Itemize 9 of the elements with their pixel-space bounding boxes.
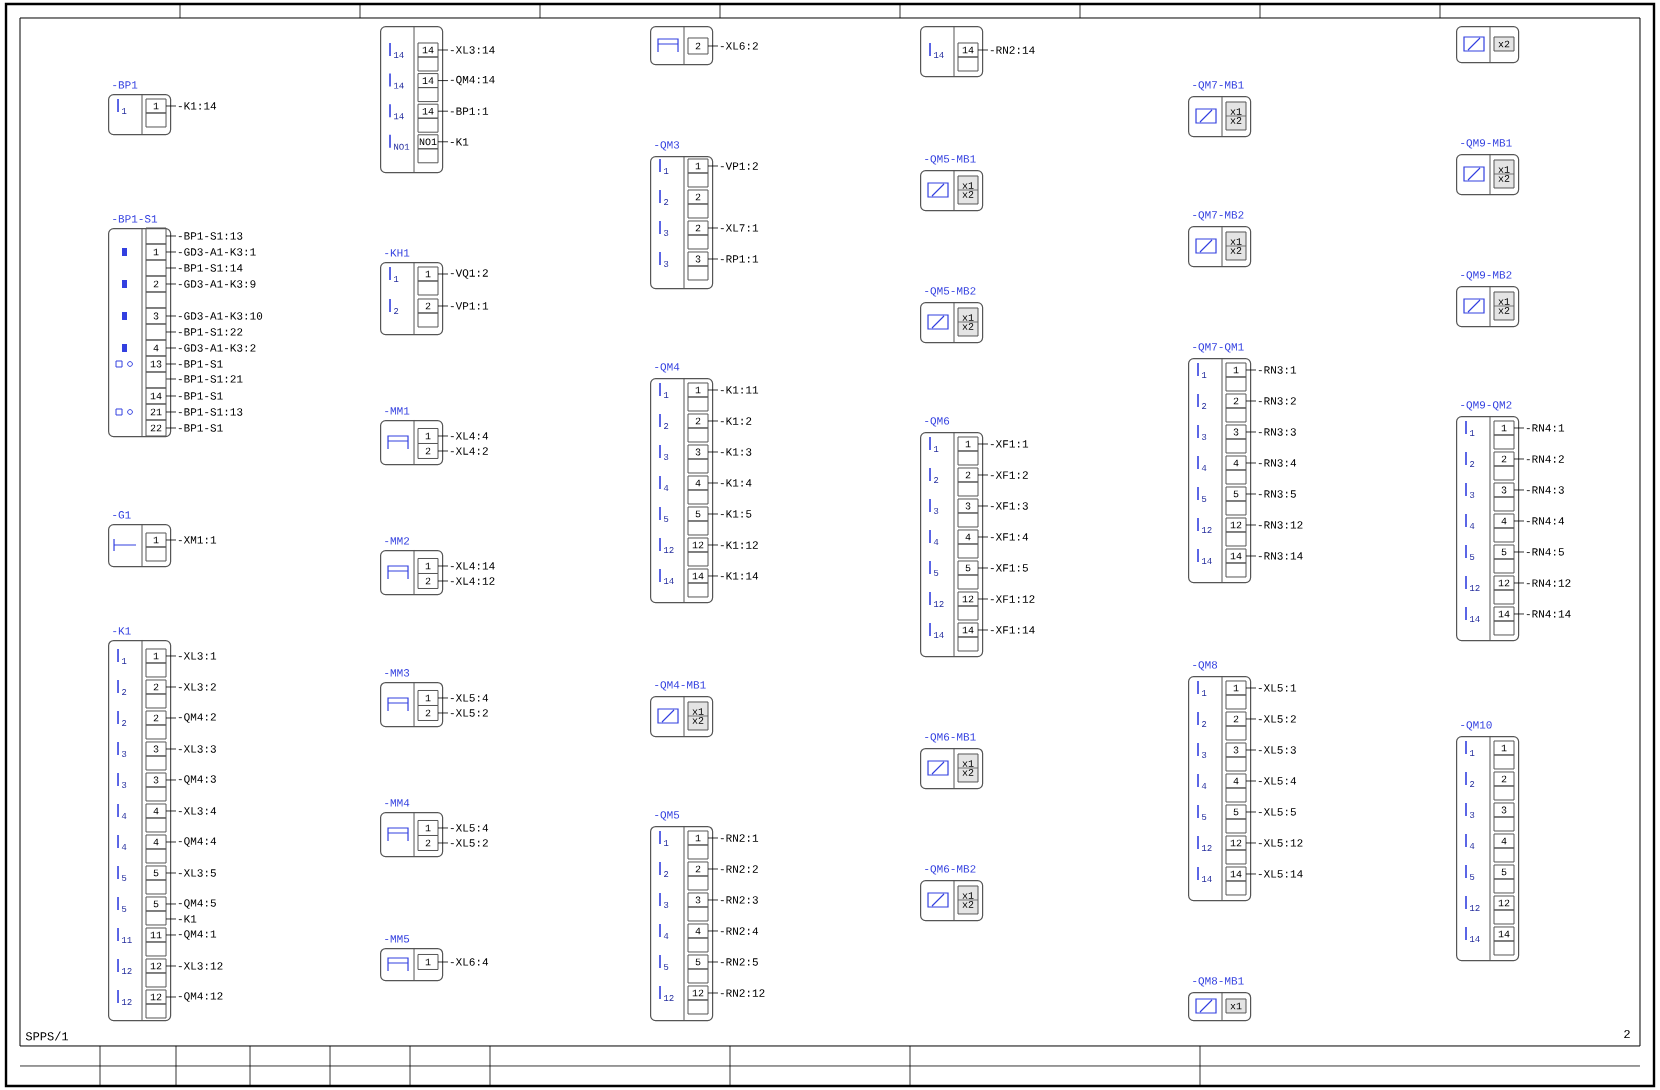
device-box (380, 25, 444, 174)
device-box (1456, 25, 1520, 64)
terminal-box (145, 291, 167, 309)
terminal-box (145, 259, 167, 277)
terminal-box (145, 371, 167, 389)
device-box (920, 25, 984, 78)
terminal-box (145, 323, 167, 341)
terminal-box (145, 227, 167, 245)
device-box (650, 25, 714, 66)
